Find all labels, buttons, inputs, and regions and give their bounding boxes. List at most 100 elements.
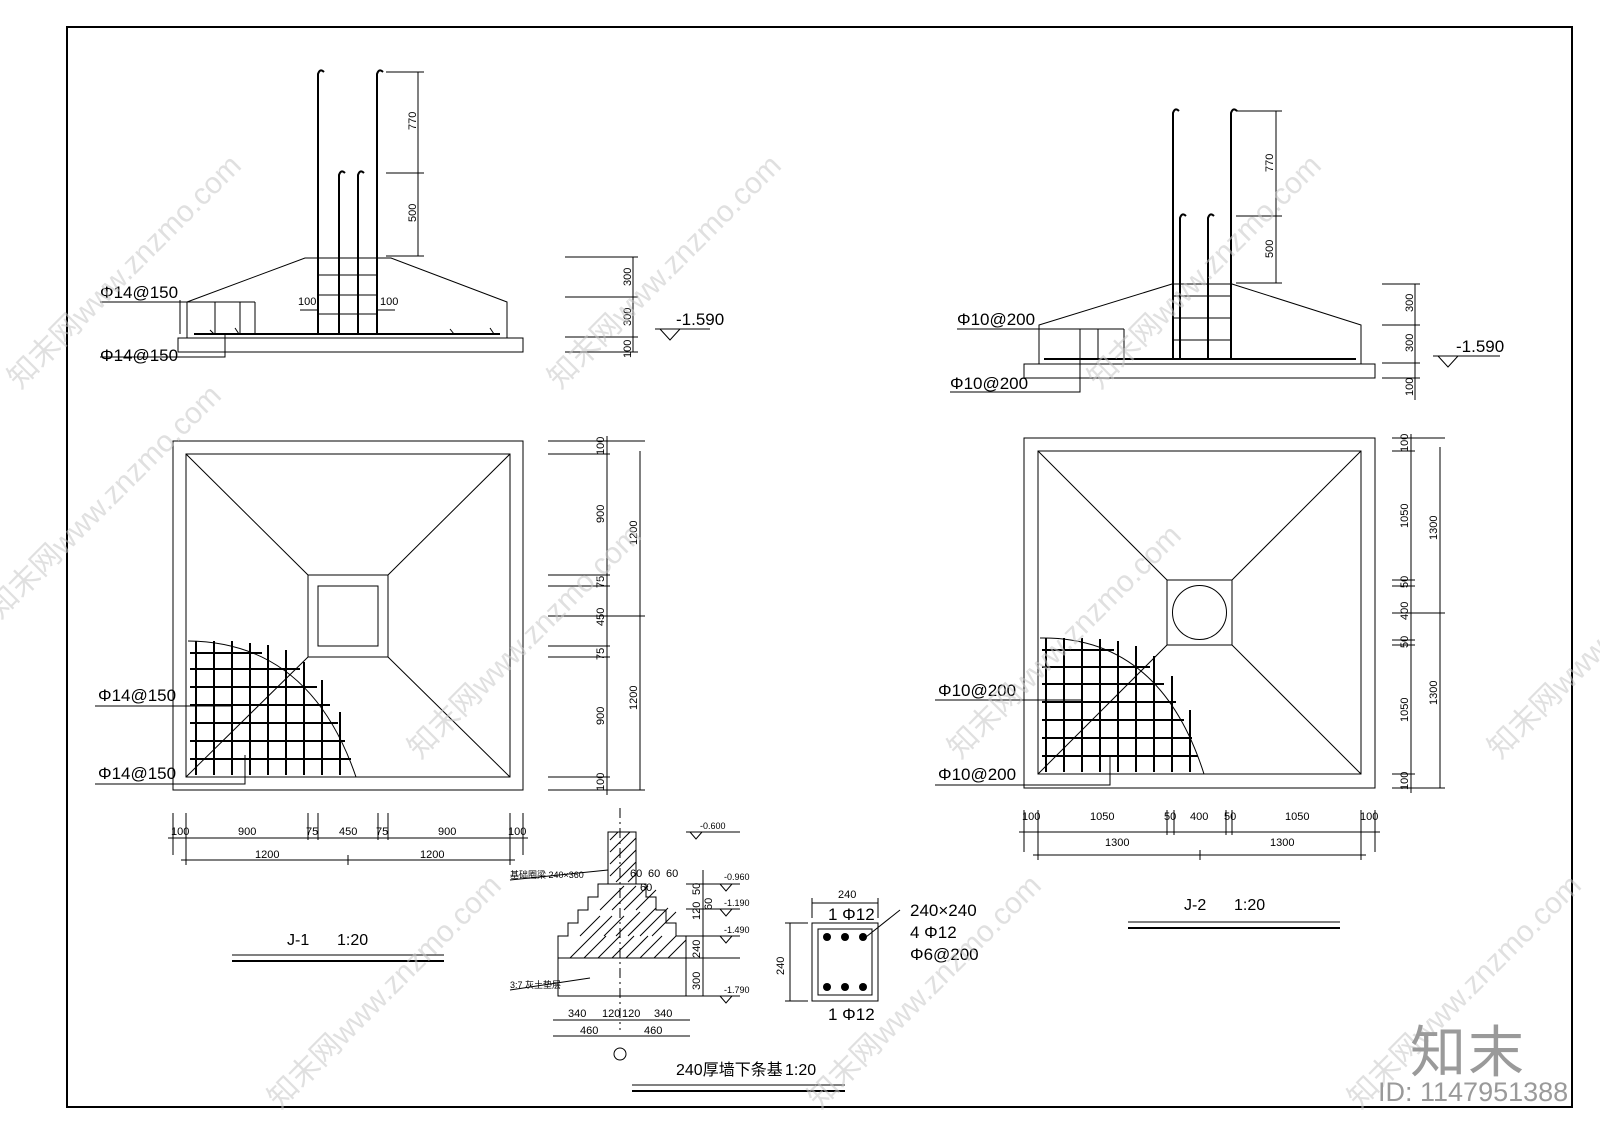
- svg-text:340: 340: [568, 1008, 586, 1020]
- j1-plan-hdim-labels: 100 900 75 450 75 900 100 1200 1200: [171, 826, 526, 861]
- svg-text:1050: 1050: [1090, 811, 1114, 823]
- j2-rebar-bottom-label: Φ10@200: [950, 374, 1028, 393]
- svg-text:100: 100: [595, 437, 607, 455]
- j2-plan-rebar-2: Φ10@200: [938, 765, 1016, 784]
- svg-text:300: 300: [691, 972, 703, 990]
- j2-plan-vdim-labels: 100 1050 50 400 50 1050 100 1300 1300: [1399, 434, 1440, 790]
- j2-side-dim-100: 100: [1404, 378, 1416, 396]
- beam-main-bars: 4 Φ12: [910, 923, 957, 942]
- svg-text:340: 340: [654, 1008, 672, 1020]
- svg-text:75: 75: [595, 576, 607, 588]
- j2-level: -1.590: [1456, 337, 1504, 356]
- j1-plan-vdim-labels: 100 900 75 450 75 900 100 1200 1200: [595, 437, 640, 791]
- svg-text:50: 50: [1399, 576, 1411, 588]
- j1-plan-rebar-2: Φ14@150: [98, 764, 176, 783]
- svg-text:知末网www.znzmo.com: 知末网www.znzmo.com: [542, 149, 788, 395]
- svg-text:1200: 1200: [420, 849, 444, 861]
- sheet-border: [66, 26, 1573, 1108]
- svg-text:450: 450: [595, 608, 607, 626]
- svg-text:知末网www.znzmo.com: 知末网www.znzmo.com: [1482, 519, 1600, 765]
- beam-size-label: 240×240: [910, 901, 977, 920]
- j1-side-dim-100: 100: [622, 340, 634, 358]
- beam-top-bar: 1 Φ12: [828, 905, 875, 924]
- j1-elevation: [100, 69, 524, 358]
- j2-side-dim-300b: 300: [1404, 334, 1416, 352]
- j1-side-dim-300a: 300: [622, 268, 634, 286]
- j1-scale: 1:20: [337, 932, 368, 949]
- beam-height-dim: 240: [775, 957, 787, 975]
- svg-text:-1.190: -1.190: [724, 898, 750, 908]
- j2-dim-500: 500: [1264, 240, 1276, 258]
- beam-width-dim: 240: [838, 889, 856, 901]
- strip-scale: 1:20: [785, 1062, 816, 1079]
- svg-text:75: 75: [595, 648, 607, 660]
- svg-text:1050: 1050: [1285, 811, 1309, 823]
- svg-text:50: 50: [691, 883, 703, 895]
- svg-text:1300: 1300: [1270, 837, 1294, 849]
- beam-section: [785, 898, 901, 1002]
- svg-text:-1.790: -1.790: [724, 985, 750, 995]
- svg-text:知末网www.znzmo.com: 知末网www.znzmo.com: [402, 519, 648, 765]
- svg-text:75: 75: [376, 826, 388, 838]
- svg-text:50: 50: [1399, 636, 1411, 648]
- watermark-layer: 知末网www.znzmo.com 知末网www.znzmo.com 知末网www…: [0, 149, 1600, 1115]
- svg-text:-1.490: -1.490: [724, 925, 750, 935]
- j1-plan-rebar-1: Φ14@150: [98, 686, 176, 705]
- j1-side-dims: [565, 256, 710, 353]
- j2-dim-770: 770: [1264, 154, 1276, 172]
- svg-text:75: 75: [306, 826, 318, 838]
- strip-step-dims: 60 60 60 60: [630, 868, 678, 894]
- svg-text:1200: 1200: [255, 849, 279, 861]
- strip-cushion-label: 3:7 灰土垫层: [510, 979, 561, 990]
- svg-text:400: 400: [1399, 602, 1411, 620]
- beam-bottom-bar: 1 Φ12: [828, 1005, 875, 1024]
- svg-text:100: 100: [1399, 772, 1411, 790]
- svg-text:400: 400: [1190, 811, 1208, 823]
- svg-text:-0.600: -0.600: [700, 821, 726, 831]
- j2-rebar-top-label: Φ10@200: [957, 310, 1035, 329]
- strip-right-dims: 50 120 60 240 300: [691, 883, 715, 990]
- brand-logo: 知末: [1410, 1021, 1526, 1086]
- svg-text:100: 100: [595, 773, 607, 791]
- j2-title: J-2: [1184, 897, 1206, 914]
- strip-beam-label: 基础圈梁 240×360: [510, 869, 584, 880]
- svg-text:1300: 1300: [1105, 837, 1129, 849]
- svg-text:120: 120: [602, 1008, 620, 1020]
- j2-plan-hdim-labels: 100 1050 50 400 50 1050 100 1300 1300: [1022, 811, 1378, 849]
- j1-plan: [95, 436, 645, 865]
- j1-title: J-1: [287, 932, 309, 949]
- strip-level-labels: -0.600 -0.960 -1.190 -1.490 -1.790: [700, 821, 750, 995]
- strip-bottom-dims: 340 120 120 340 460 460: [568, 1008, 672, 1037]
- svg-text:知末网www.znzmo.com: 知末网www.znzmo.com: [0, 379, 228, 625]
- svg-text:1200: 1200: [628, 521, 640, 545]
- svg-text:240: 240: [691, 940, 703, 958]
- svg-text:1200: 1200: [628, 686, 640, 710]
- svg-text:50: 50: [1224, 811, 1236, 823]
- j2-side-dim-300a: 300: [1404, 294, 1416, 312]
- j1-rebar-bottom-label: Φ14@150: [100, 346, 178, 365]
- j2-plan-rebar-1: Φ10@200: [938, 681, 1016, 700]
- svg-text:1300: 1300: [1428, 681, 1440, 705]
- j2-side-dims: [1382, 283, 1500, 400]
- svg-text:100: 100: [1399, 434, 1411, 452]
- j1-dim-770: 770: [407, 112, 419, 130]
- svg-text:900: 900: [595, 505, 607, 523]
- j1-rebar-top-label: Φ14@150: [100, 283, 178, 302]
- j1-col-offset-left: 100: [298, 296, 316, 308]
- svg-text:50: 50: [1164, 811, 1176, 823]
- svg-text:60: 60: [630, 868, 642, 880]
- svg-text:900: 900: [438, 826, 456, 838]
- svg-text:100: 100: [171, 826, 189, 838]
- svg-text:120: 120: [622, 1008, 640, 1020]
- svg-text:-0.960: -0.960: [724, 872, 750, 882]
- j2-elevation: [950, 108, 1376, 393]
- svg-text:1300: 1300: [1428, 516, 1440, 540]
- svg-text:460: 460: [580, 1025, 598, 1037]
- svg-text:120: 120: [691, 902, 703, 920]
- svg-text:100: 100: [508, 826, 526, 838]
- beam-stirrups: Φ6@200: [910, 945, 979, 964]
- svg-text:460: 460: [644, 1025, 662, 1037]
- svg-text:900: 900: [595, 707, 607, 725]
- j2-scale: 1:20: [1234, 897, 1265, 914]
